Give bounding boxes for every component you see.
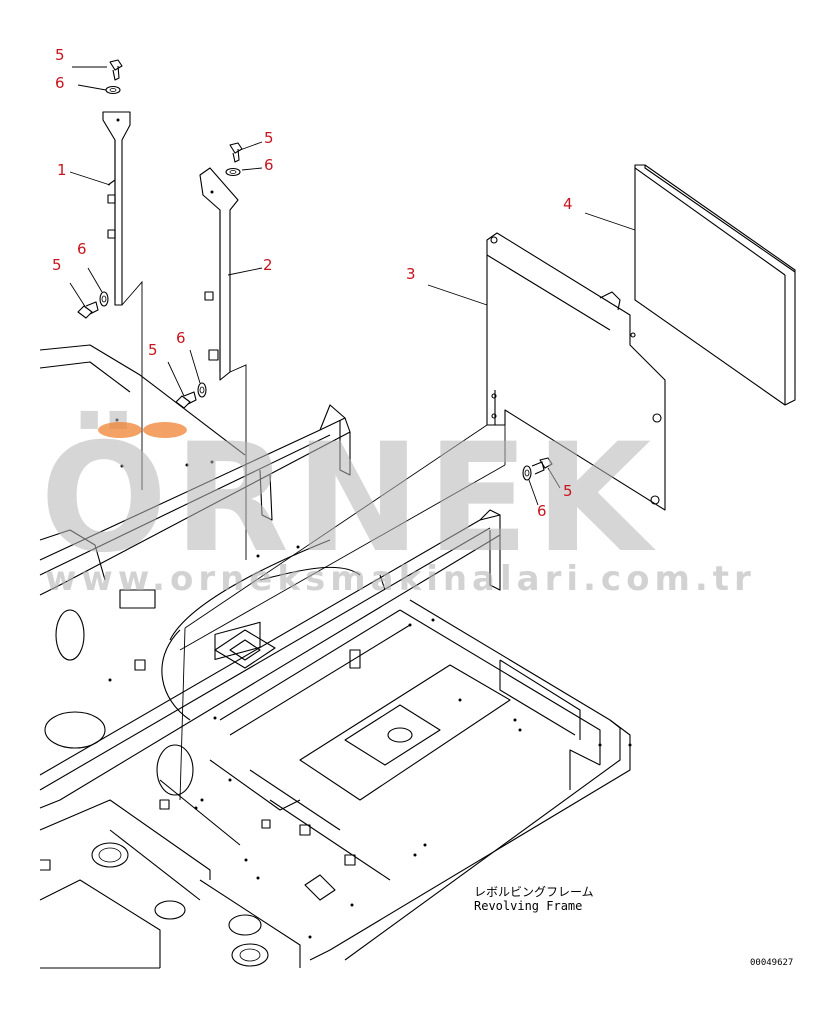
callout-6-side-right: 6 (176, 329, 186, 347)
document-number: 00049627 (750, 958, 793, 968)
callout-6-top-left: 6 (55, 74, 65, 92)
callout-2: 2 (263, 256, 273, 274)
revolving-frame-drawing (39, 344, 632, 969)
callout-1: 1 (57, 161, 67, 179)
caption: レボルビングフレーム Revolving Frame 00049627 (474, 885, 793, 968)
callout-5-side-right: 5 (148, 341, 158, 359)
watermark-url: www.orneksmakinalari.com.tr (45, 559, 756, 599)
callout-5-top-left: 5 (55, 46, 65, 64)
caption-japanese: レボルビングフレーム (474, 885, 594, 899)
callout-6-top-right: 6 (264, 156, 274, 174)
callout-4: 4 (563, 195, 573, 213)
callout-6-cover: 6 (537, 502, 547, 520)
callout-numbers: 1 2 3 4 5 6 5 6 5 6 5 6 5 6 (52, 46, 573, 520)
watermark-brand: ÖRNEK (40, 410, 657, 586)
callout-6-side-left: 6 (77, 240, 87, 258)
callout-5-cover: 5 (563, 482, 573, 500)
leader-lines (69, 66, 636, 801)
watermark-accent-right (143, 422, 187, 438)
part-4-panel (634, 164, 796, 406)
bolt-holes (108, 418, 632, 939)
part-1-bracket (102, 111, 131, 306)
watermark: ÖRNEK www.orneksmakinalari.com.tr (40, 410, 756, 599)
caption-english: Revolving Frame (474, 899, 582, 913)
callout-3: 3 (406, 265, 416, 283)
callout-5-side-left: 5 (52, 256, 62, 274)
part-3-cover (486, 232, 666, 511)
callout-5-top-right: 5 (264, 129, 274, 147)
watermark-accent-left (98, 422, 142, 438)
